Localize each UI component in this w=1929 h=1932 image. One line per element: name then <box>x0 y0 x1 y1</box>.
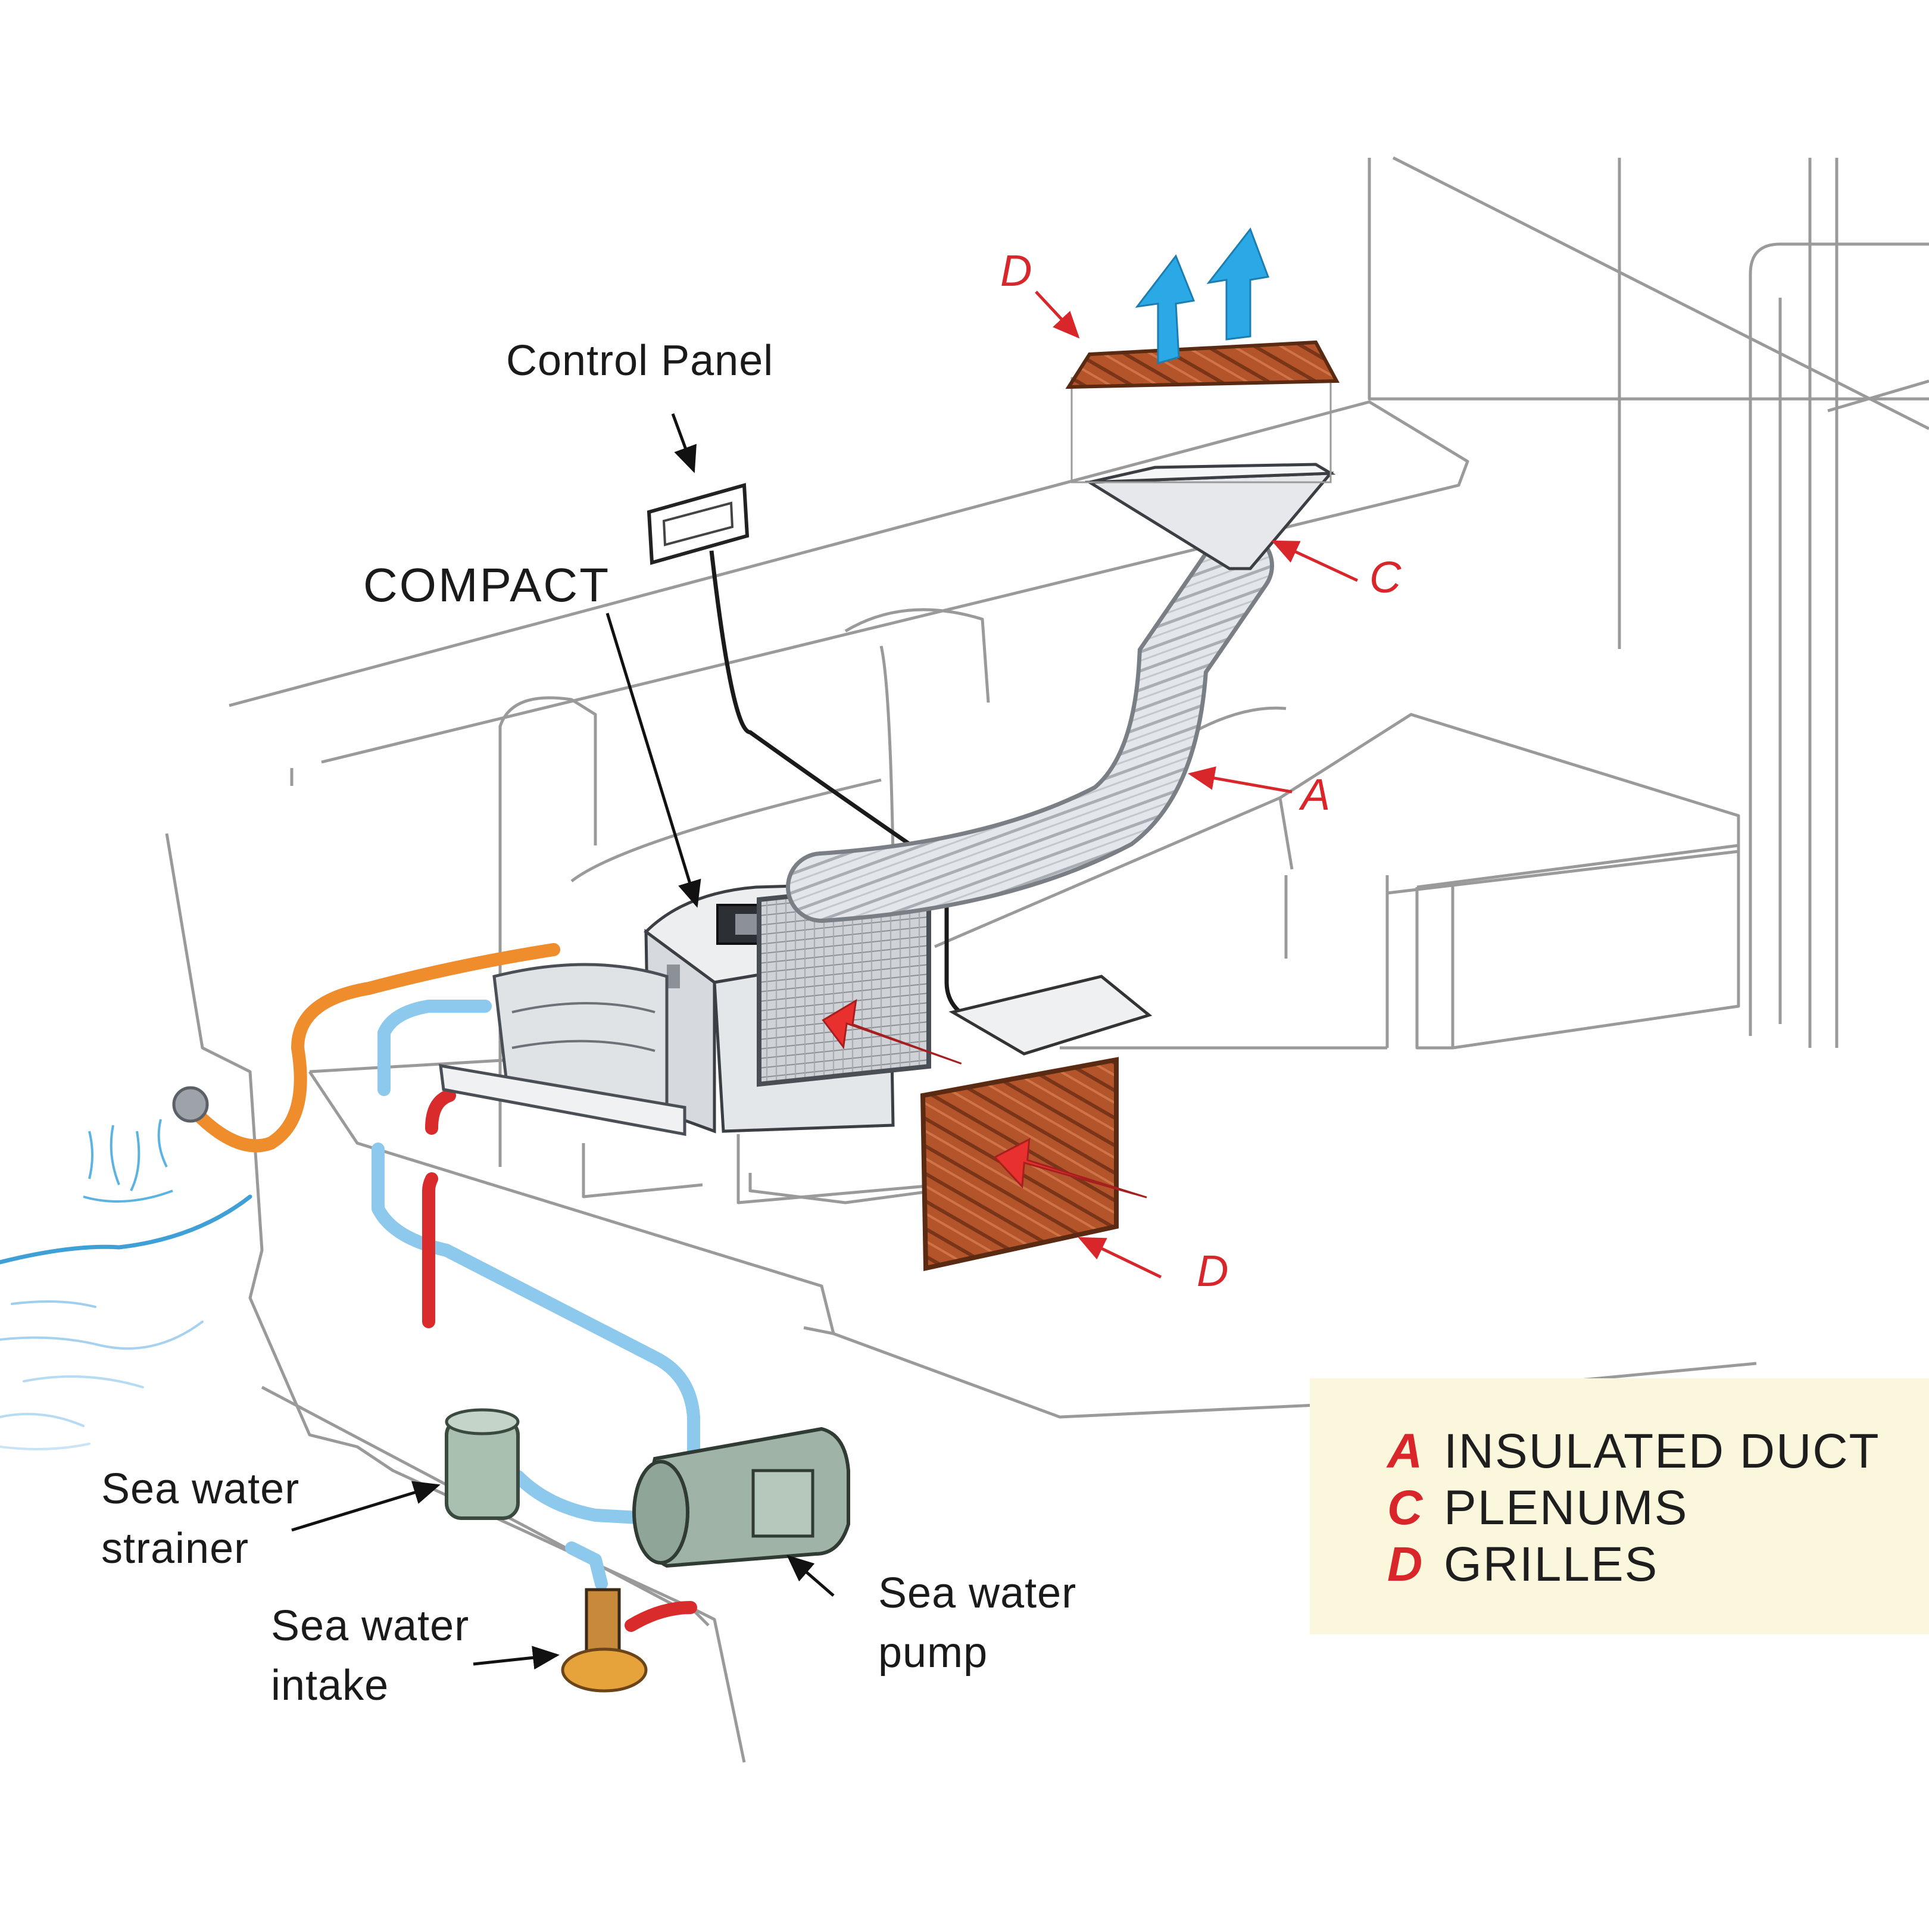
insulated-duct <box>790 534 1270 919</box>
sea-water <box>0 1194 252 1450</box>
pointer-arrows <box>291 413 835 1670</box>
pump-label-line2: pump <box>878 1629 988 1677</box>
intake-label-line2: intake <box>271 1662 389 1709</box>
sea-water-hoses <box>372 1000 700 1590</box>
legend-text-d: GRILLES <box>1444 1537 1658 1591</box>
control-panel <box>647 483 750 565</box>
callout-a: A <box>1299 770 1330 819</box>
pump-label-line1: Sea water <box>878 1569 1076 1617</box>
wall-thermostat <box>948 975 1153 1056</box>
supply-grille <box>1065 340 1340 389</box>
sea-water-strainer <box>445 1408 520 1520</box>
sea-water-intake <box>561 1588 648 1693</box>
control-cable <box>709 550 930 859</box>
legend: A INSULATED DUCT C PLENUMS D GRILLES <box>1310 1378 1929 1634</box>
strainer-label-line1: Sea water <box>101 1465 299 1513</box>
legend-key-a: A <box>1386 1424 1422 1478</box>
callout-d-bottom: D <box>1197 1246 1228 1296</box>
compact-ac-unit <box>439 879 931 1137</box>
thru-hull-fitting <box>172 1086 209 1123</box>
cool-air-arrows <box>1135 227 1270 364</box>
legend-key-c: C <box>1387 1481 1424 1535</box>
legend-text-c: PLENUMS <box>1444 1481 1688 1535</box>
sea-water-pump <box>632 1427 850 1568</box>
return-pipe <box>422 1089 697 1632</box>
return-air-arrows <box>822 998 1147 1198</box>
control-panel-label: Control Panel <box>506 337 773 385</box>
strainer-label-line2: strainer <box>101 1525 249 1572</box>
supply-plenum <box>1070 377 1336 570</box>
legend-box <box>1310 1378 1929 1634</box>
intake-label-line1: Sea water <box>271 1602 469 1650</box>
callout-d-top: D <box>1000 246 1032 295</box>
callout-c: C <box>1369 553 1402 602</box>
discharge-hose <box>190 943 560 1153</box>
compact-label: COMPACT <box>363 558 610 611</box>
legend-text-a: INSULATED DUCT <box>1444 1424 1880 1478</box>
discharge-splash <box>83 1119 173 1203</box>
callout-arrows <box>1035 291 1359 1279</box>
legend-key-d: D <box>1387 1537 1422 1591</box>
